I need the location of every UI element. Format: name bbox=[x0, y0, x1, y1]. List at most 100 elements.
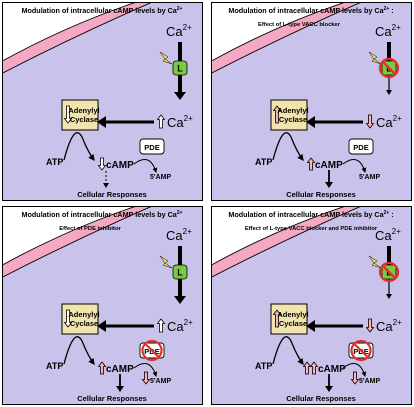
camp-to-responses-arrowhead bbox=[325, 386, 333, 392]
camp-to-responses-arrowhead bbox=[325, 182, 333, 188]
panel-title: Modulation of intracellular cAMP levels … bbox=[228, 6, 393, 15]
membrane-inner-edge bbox=[2, 2, 154, 74]
five-amp-label: 5'AMP bbox=[359, 174, 380, 181]
ca-text: Ca bbox=[166, 228, 183, 243]
intracellular-ca-change-arrow bbox=[365, 114, 375, 129]
ca-superscript: 2+ bbox=[393, 114, 402, 123]
panel-subtitle: Effect of L-type VACC blocker bbox=[258, 22, 341, 28]
title-text: Modulation of intracellular cAMP levels … bbox=[228, 210, 384, 219]
panel-border bbox=[2, 2, 203, 201]
adenylyl-cyclase-label-line1: Adenylyl bbox=[277, 310, 308, 319]
adenylyl-cyclase-label-line2: Cyclase bbox=[279, 115, 307, 124]
channel-label: L bbox=[177, 268, 183, 278]
pde-label: PDE bbox=[353, 143, 368, 152]
ca-superscript: 2+ bbox=[392, 227, 401, 236]
membrane-outer-edge bbox=[211, 2, 348, 62]
intracellular-calcium-label: Ca2+ bbox=[376, 114, 402, 130]
panel-border bbox=[211, 2, 412, 201]
panel-title: Modulation of intracellular cAMP levels … bbox=[22, 210, 183, 219]
ca-to-adenylyl-cyclase-arrowhead bbox=[97, 320, 106, 332]
intracellular-ca-change-arrow bbox=[156, 114, 166, 129]
extracellular-calcium-label: Ca2+ bbox=[166, 227, 192, 243]
channel-blocked-icon bbox=[378, 261, 400, 283]
panel-vacc-blocker: Modulation of intracellular cAMP levels … bbox=[211, 2, 412, 201]
title-suffix: : bbox=[389, 6, 393, 15]
five-amp-label: 5'AMP bbox=[359, 378, 380, 385]
ca-superscript: 2+ bbox=[184, 114, 193, 123]
ca-to-adenylyl-cyclase-arrowhead bbox=[306, 320, 315, 332]
title-superscript: 2+ bbox=[177, 210, 183, 216]
cellular-responses-label: Cellular Responses bbox=[77, 190, 147, 199]
membrane-inner-edge bbox=[2, 206, 154, 278]
atp-label: ATP bbox=[255, 361, 272, 371]
adenylyl-cyclase-change-arrow bbox=[63, 105, 73, 124]
ca-superscript: 2+ bbox=[184, 318, 193, 327]
adenylyl-cyclase-label-line2: Cyclase bbox=[279, 319, 307, 328]
intracellular-calcium-label: Ca2+ bbox=[167, 318, 193, 334]
atp-to-camp-curve bbox=[272, 132, 304, 162]
adenylyl-cyclase-change-arrow bbox=[63, 309, 73, 328]
camp-change-arrow bbox=[306, 157, 316, 171]
adenylyl-cyclase-label-line2: Cyclase bbox=[70, 115, 98, 124]
panel-border bbox=[2, 206, 203, 405]
title-text: Modulation of intracellular cAMP levels … bbox=[22, 6, 178, 15]
pde-inhibited-icon bbox=[141, 339, 163, 362]
atp-label: ATP bbox=[46, 157, 63, 167]
prohibit-circle bbox=[350, 339, 372, 362]
channel-blocked-icon bbox=[378, 57, 400, 79]
atp-to-camp-curve bbox=[63, 336, 95, 366]
adenylyl-cyclase-label-line2: Cyclase bbox=[70, 319, 98, 328]
membrane-outer-edge bbox=[211, 206, 348, 266]
camp-to-responses-arrowhead bbox=[103, 183, 109, 188]
pde-box bbox=[348, 138, 374, 155]
ca-influx-arrowhead bbox=[174, 92, 186, 100]
camp-change-arrow bbox=[97, 361, 107, 375]
cellular-responses-label: Cellular Responses bbox=[286, 394, 356, 403]
l-type-channel bbox=[172, 60, 188, 76]
title-superscript: 2+ bbox=[384, 6, 390, 12]
ca-text: Ca bbox=[167, 319, 184, 334]
panel-subtitle: Effect of L-type VACC blocker and PDE in… bbox=[245, 226, 378, 232]
title-text: Modulation of intracellular cAMP levels … bbox=[22, 210, 178, 219]
ca-influx-arrowhead bbox=[386, 294, 392, 299]
ca-text: Ca bbox=[375, 24, 392, 39]
ca-text: Ca bbox=[166, 24, 183, 39]
membrane-inner-edge bbox=[211, 2, 363, 74]
title-text: Modulation of intracellular cAMP levels … bbox=[228, 6, 384, 15]
title-superscript: 2+ bbox=[177, 6, 183, 12]
prohibit-slash bbox=[381, 60, 397, 76]
cellular-responses-label: Cellular Responses bbox=[77, 394, 147, 403]
prohibit-slash bbox=[353, 343, 369, 358]
lightning-bolt-icon bbox=[159, 51, 173, 65]
intracellular-calcium-label: Ca2+ bbox=[376, 318, 402, 334]
extracellular-calcium-label: Ca2+ bbox=[375, 227, 401, 243]
adenylyl-cyclase-change-arrow bbox=[272, 105, 282, 124]
membrane-outer-edge bbox=[2, 206, 139, 266]
ca-superscript: 2+ bbox=[393, 318, 402, 327]
pde-label: PDE bbox=[144, 143, 159, 152]
camp-label: cAMP bbox=[106, 364, 134, 375]
intracellular-ca-change-arrow bbox=[365, 318, 375, 333]
ca-to-adenylyl-cyclase-arrowhead bbox=[97, 116, 106, 128]
camp-label: cAMP bbox=[315, 160, 343, 171]
ca-influx-arrowhead bbox=[174, 296, 186, 304]
panel-border bbox=[211, 206, 412, 405]
panel-title: Modulation of intracellular cAMP levels … bbox=[22, 6, 183, 15]
panel-pde-inhibitor: Modulation of intracellular cAMP levels … bbox=[2, 206, 203, 405]
prohibit-circle bbox=[378, 57, 400, 79]
camp-label: cAMP bbox=[106, 160, 134, 171]
cellular-responses-label: Cellular Responses bbox=[286, 190, 356, 199]
atp-to-camp-curve bbox=[63, 132, 95, 162]
panel-title: Modulation of intracellular cAMP levels … bbox=[228, 210, 393, 219]
ca-to-adenylyl-cyclase-arrowhead bbox=[306, 116, 315, 128]
5amp-change-arrow bbox=[141, 371, 151, 385]
prohibit-slash bbox=[144, 343, 160, 358]
title-suffix: : bbox=[389, 210, 393, 219]
camp-change-arrow-2 bbox=[309, 361, 319, 375]
camp-to-5amp-curve bbox=[133, 159, 158, 173]
camp-change-arrow bbox=[97, 157, 107, 171]
adenylyl-cyclase-label-line1: Adenylyl bbox=[277, 106, 308, 115]
pde-inhibited-icon bbox=[350, 339, 372, 362]
ca-superscript: 2+ bbox=[183, 227, 192, 236]
